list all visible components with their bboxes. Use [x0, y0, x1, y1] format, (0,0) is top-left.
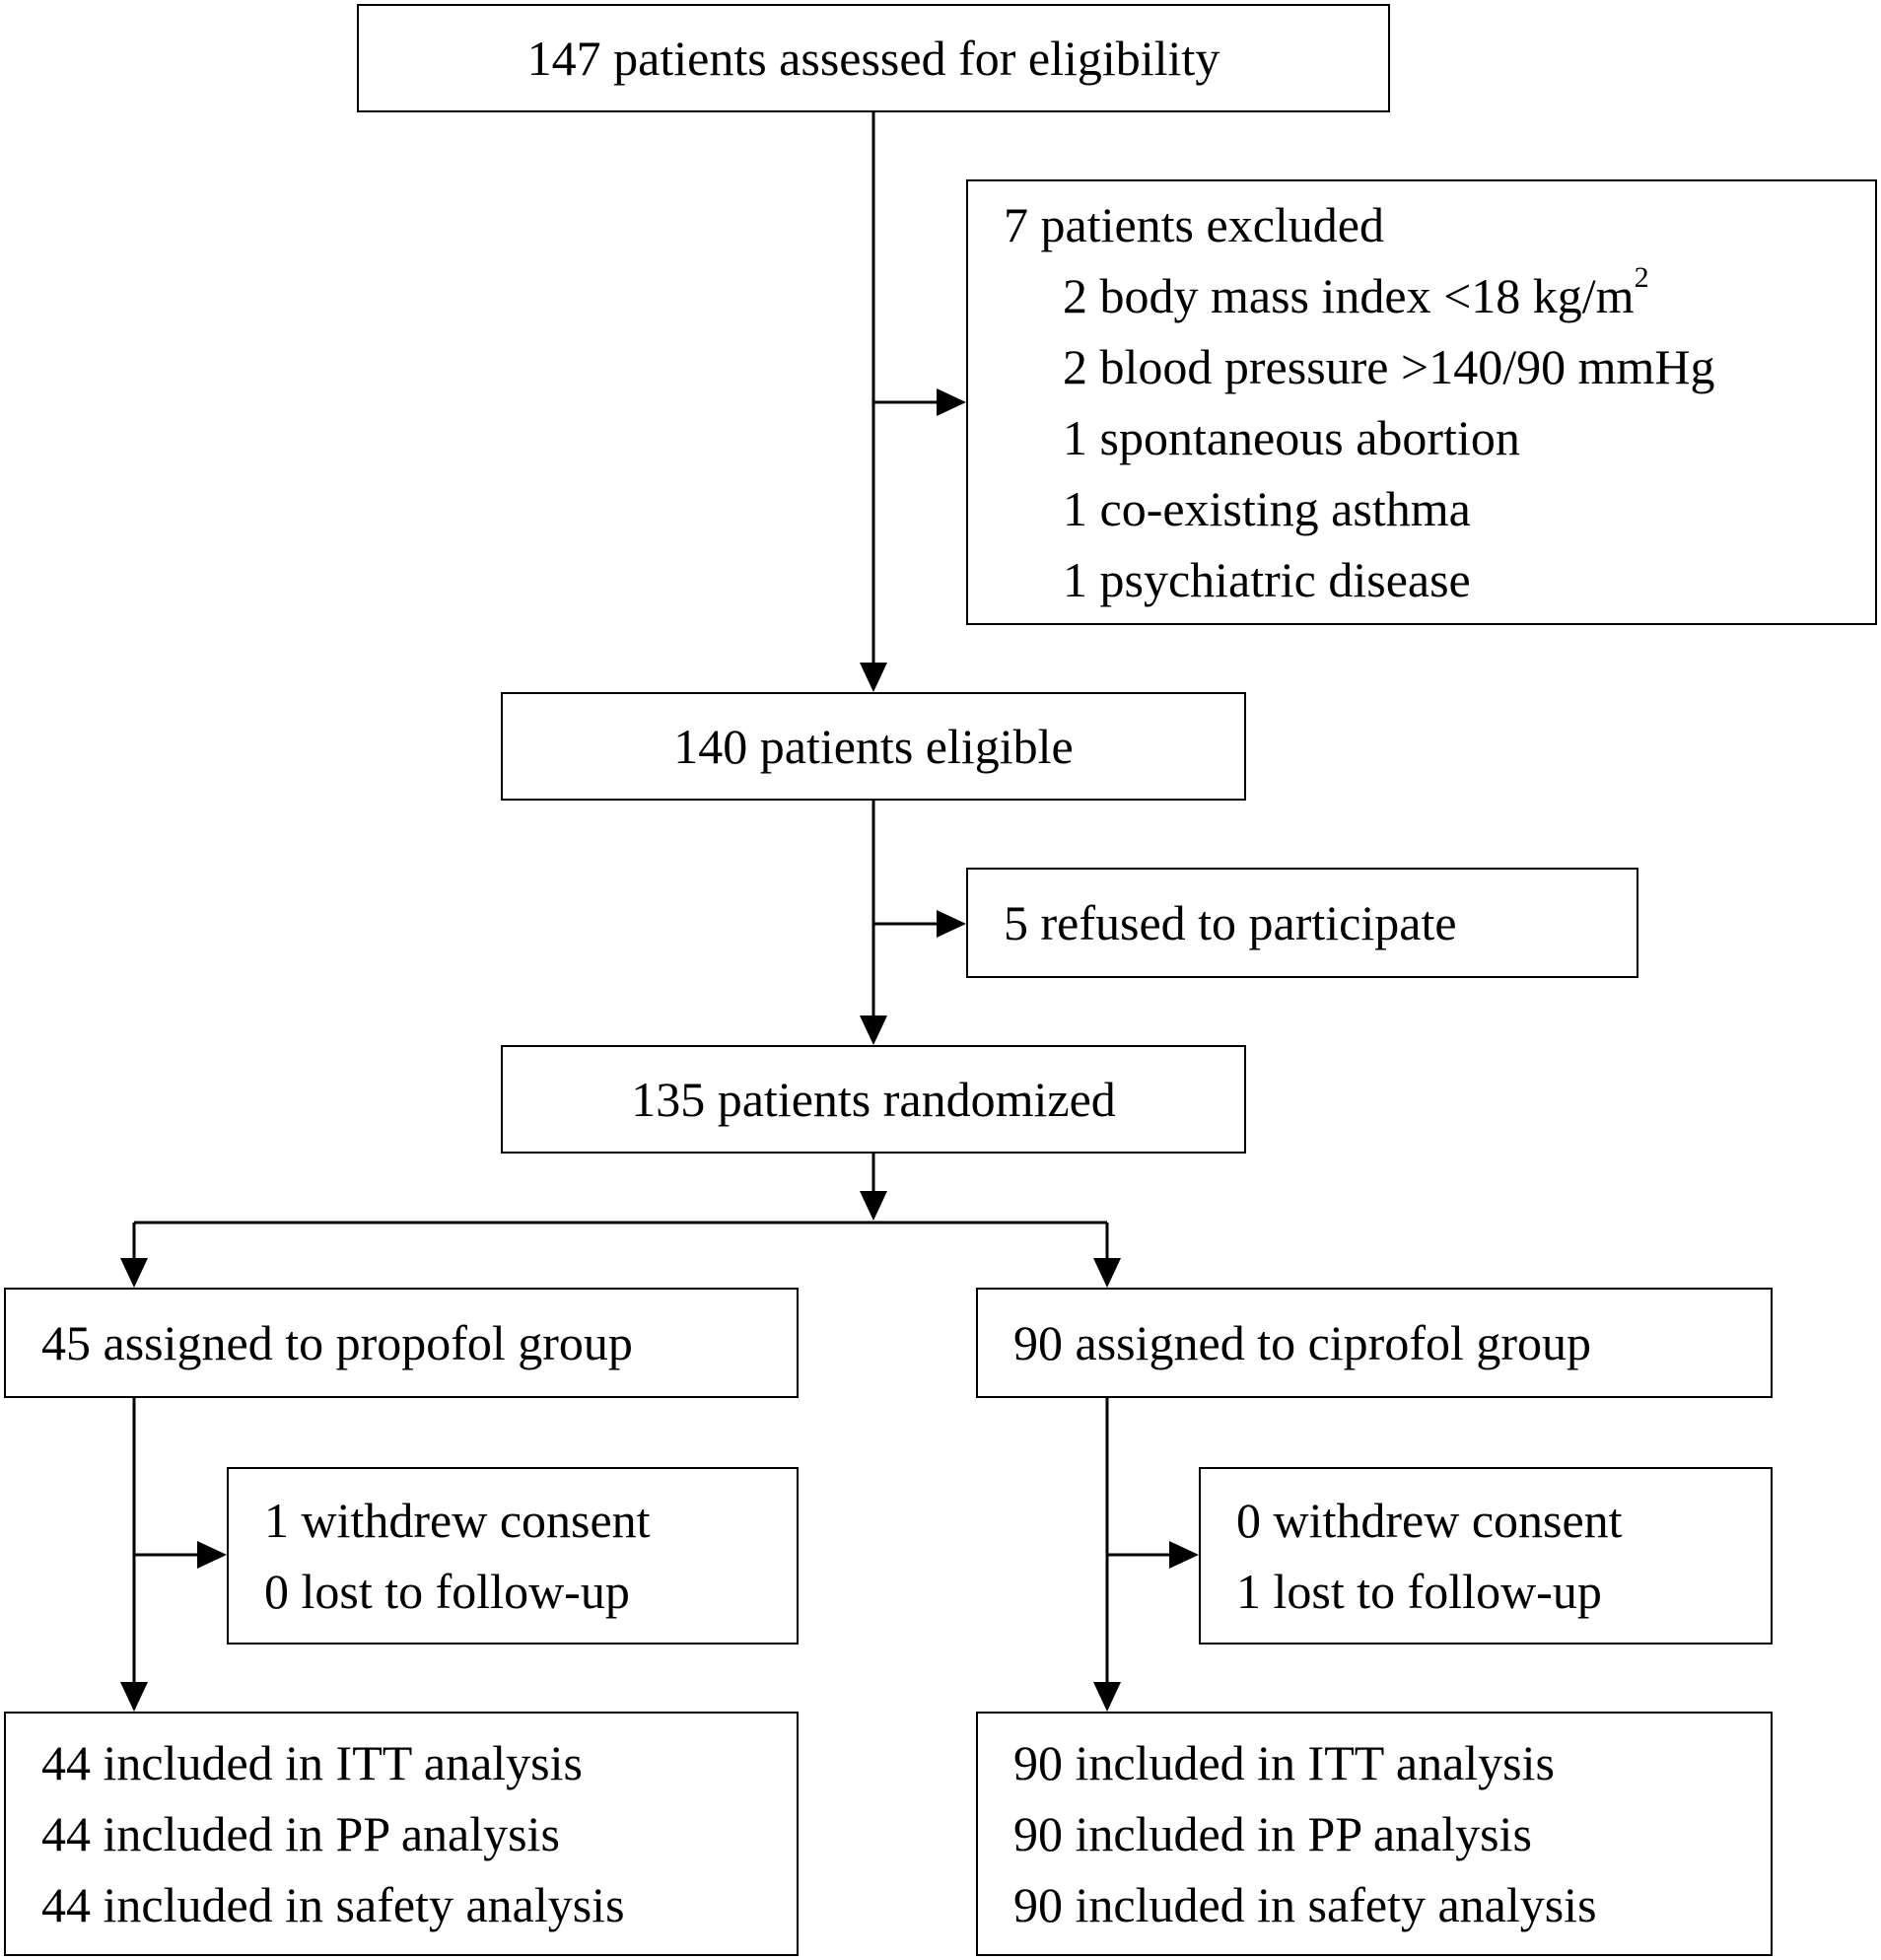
randomized-text: 135 patients randomized: [631, 1072, 1116, 1127]
ciprofol-loss-box: 0 withdrew consent 1 lost to follow-up: [1199, 1467, 1773, 1645]
arrow-to-randomized: [860, 1015, 887, 1045]
ciprofol-safety: 90 included in safety analysis: [1013, 1877, 1597, 1932]
ciprofol-text: 90 assigned to ciprofol group: [1013, 1315, 1592, 1370]
arrow-to-excluded: [937, 388, 966, 416]
excluded-item-asthma: 1 co-existing asthma: [1063, 481, 1471, 536]
randomized-box: 135 patients randomized: [501, 1045, 1246, 1154]
refused-box: 5 refused to participate: [966, 868, 1638, 978]
arrow-to-split: [860, 1191, 887, 1221]
ciprofol-loss-withdrew: 0 withdrew consent: [1236, 1493, 1623, 1548]
ciprofol-analysis-box: 90 included in ITT analysis 90 included …: [976, 1712, 1773, 1956]
assessed-text: 147 patients assessed for eligibility: [526, 31, 1220, 86]
arrow-to-propofol: [120, 1258, 148, 1288]
excluded-box: 7 patients excluded 2 body mass index <1…: [966, 179, 1877, 625]
arrow-to-propofol-analysis: [120, 1682, 148, 1712]
propofol-safety: 44 included in safety analysis: [41, 1877, 625, 1932]
ciprofol-box: 90 assigned to ciprofol group: [976, 1288, 1773, 1398]
arrow-to-ciprofol: [1093, 1258, 1121, 1288]
eligible-box: 140 patients eligible: [501, 692, 1246, 801]
refused-text: 5 refused to participate: [1004, 895, 1457, 950]
arrow-to-refused: [937, 910, 966, 938]
propofol-pp: 44 included in PP analysis: [41, 1806, 560, 1861]
propofol-analysis-box: 44 included in ITT analysis 44 included …: [4, 1712, 799, 1956]
ciprofol-itt: 90 included in ITT analysis: [1013, 1735, 1555, 1790]
propofol-itt: 44 included in ITT analysis: [41, 1735, 583, 1790]
propofol-loss-followup: 0 lost to follow-up: [264, 1564, 630, 1619]
arrow-to-ciprofol-analysis: [1093, 1682, 1121, 1712]
arrow-to-propofol-loss: [197, 1541, 227, 1569]
excluded-item-psychiatric: 1 psychiatric disease: [1063, 552, 1471, 607]
assessed-box: 147 patients assessed for eligibility: [357, 4, 1390, 112]
eligible-text: 140 patients eligible: [673, 719, 1074, 774]
superscript-two: 2: [1634, 261, 1649, 294]
propofol-box: 45 assigned to propofol group: [4, 1288, 799, 1398]
ciprofol-pp: 90 included in PP analysis: [1013, 1806, 1532, 1861]
propofol-text: 45 assigned to propofol group: [41, 1315, 633, 1370]
propofol-loss-withdrew: 1 withdrew consent: [264, 1493, 651, 1548]
excluded-item-bmi: 2 body mass index <18 kg/m2: [1063, 261, 1649, 324]
excluded-item-abortion: 1 spontaneous abortion: [1063, 410, 1520, 465]
arrow-to-ciprofol-loss: [1169, 1541, 1199, 1569]
propofol-loss-box: 1 withdrew consent 0 lost to follow-up: [227, 1467, 799, 1645]
excluded-title: 7 patients excluded: [1004, 197, 1384, 252]
ciprofol-loss-followup: 1 lost to follow-up: [1236, 1564, 1602, 1619]
excluded-item-blood-pressure: 2 blood pressure >140/90 mmHg: [1063, 339, 1715, 394]
arrow-to-eligible: [860, 663, 887, 692]
